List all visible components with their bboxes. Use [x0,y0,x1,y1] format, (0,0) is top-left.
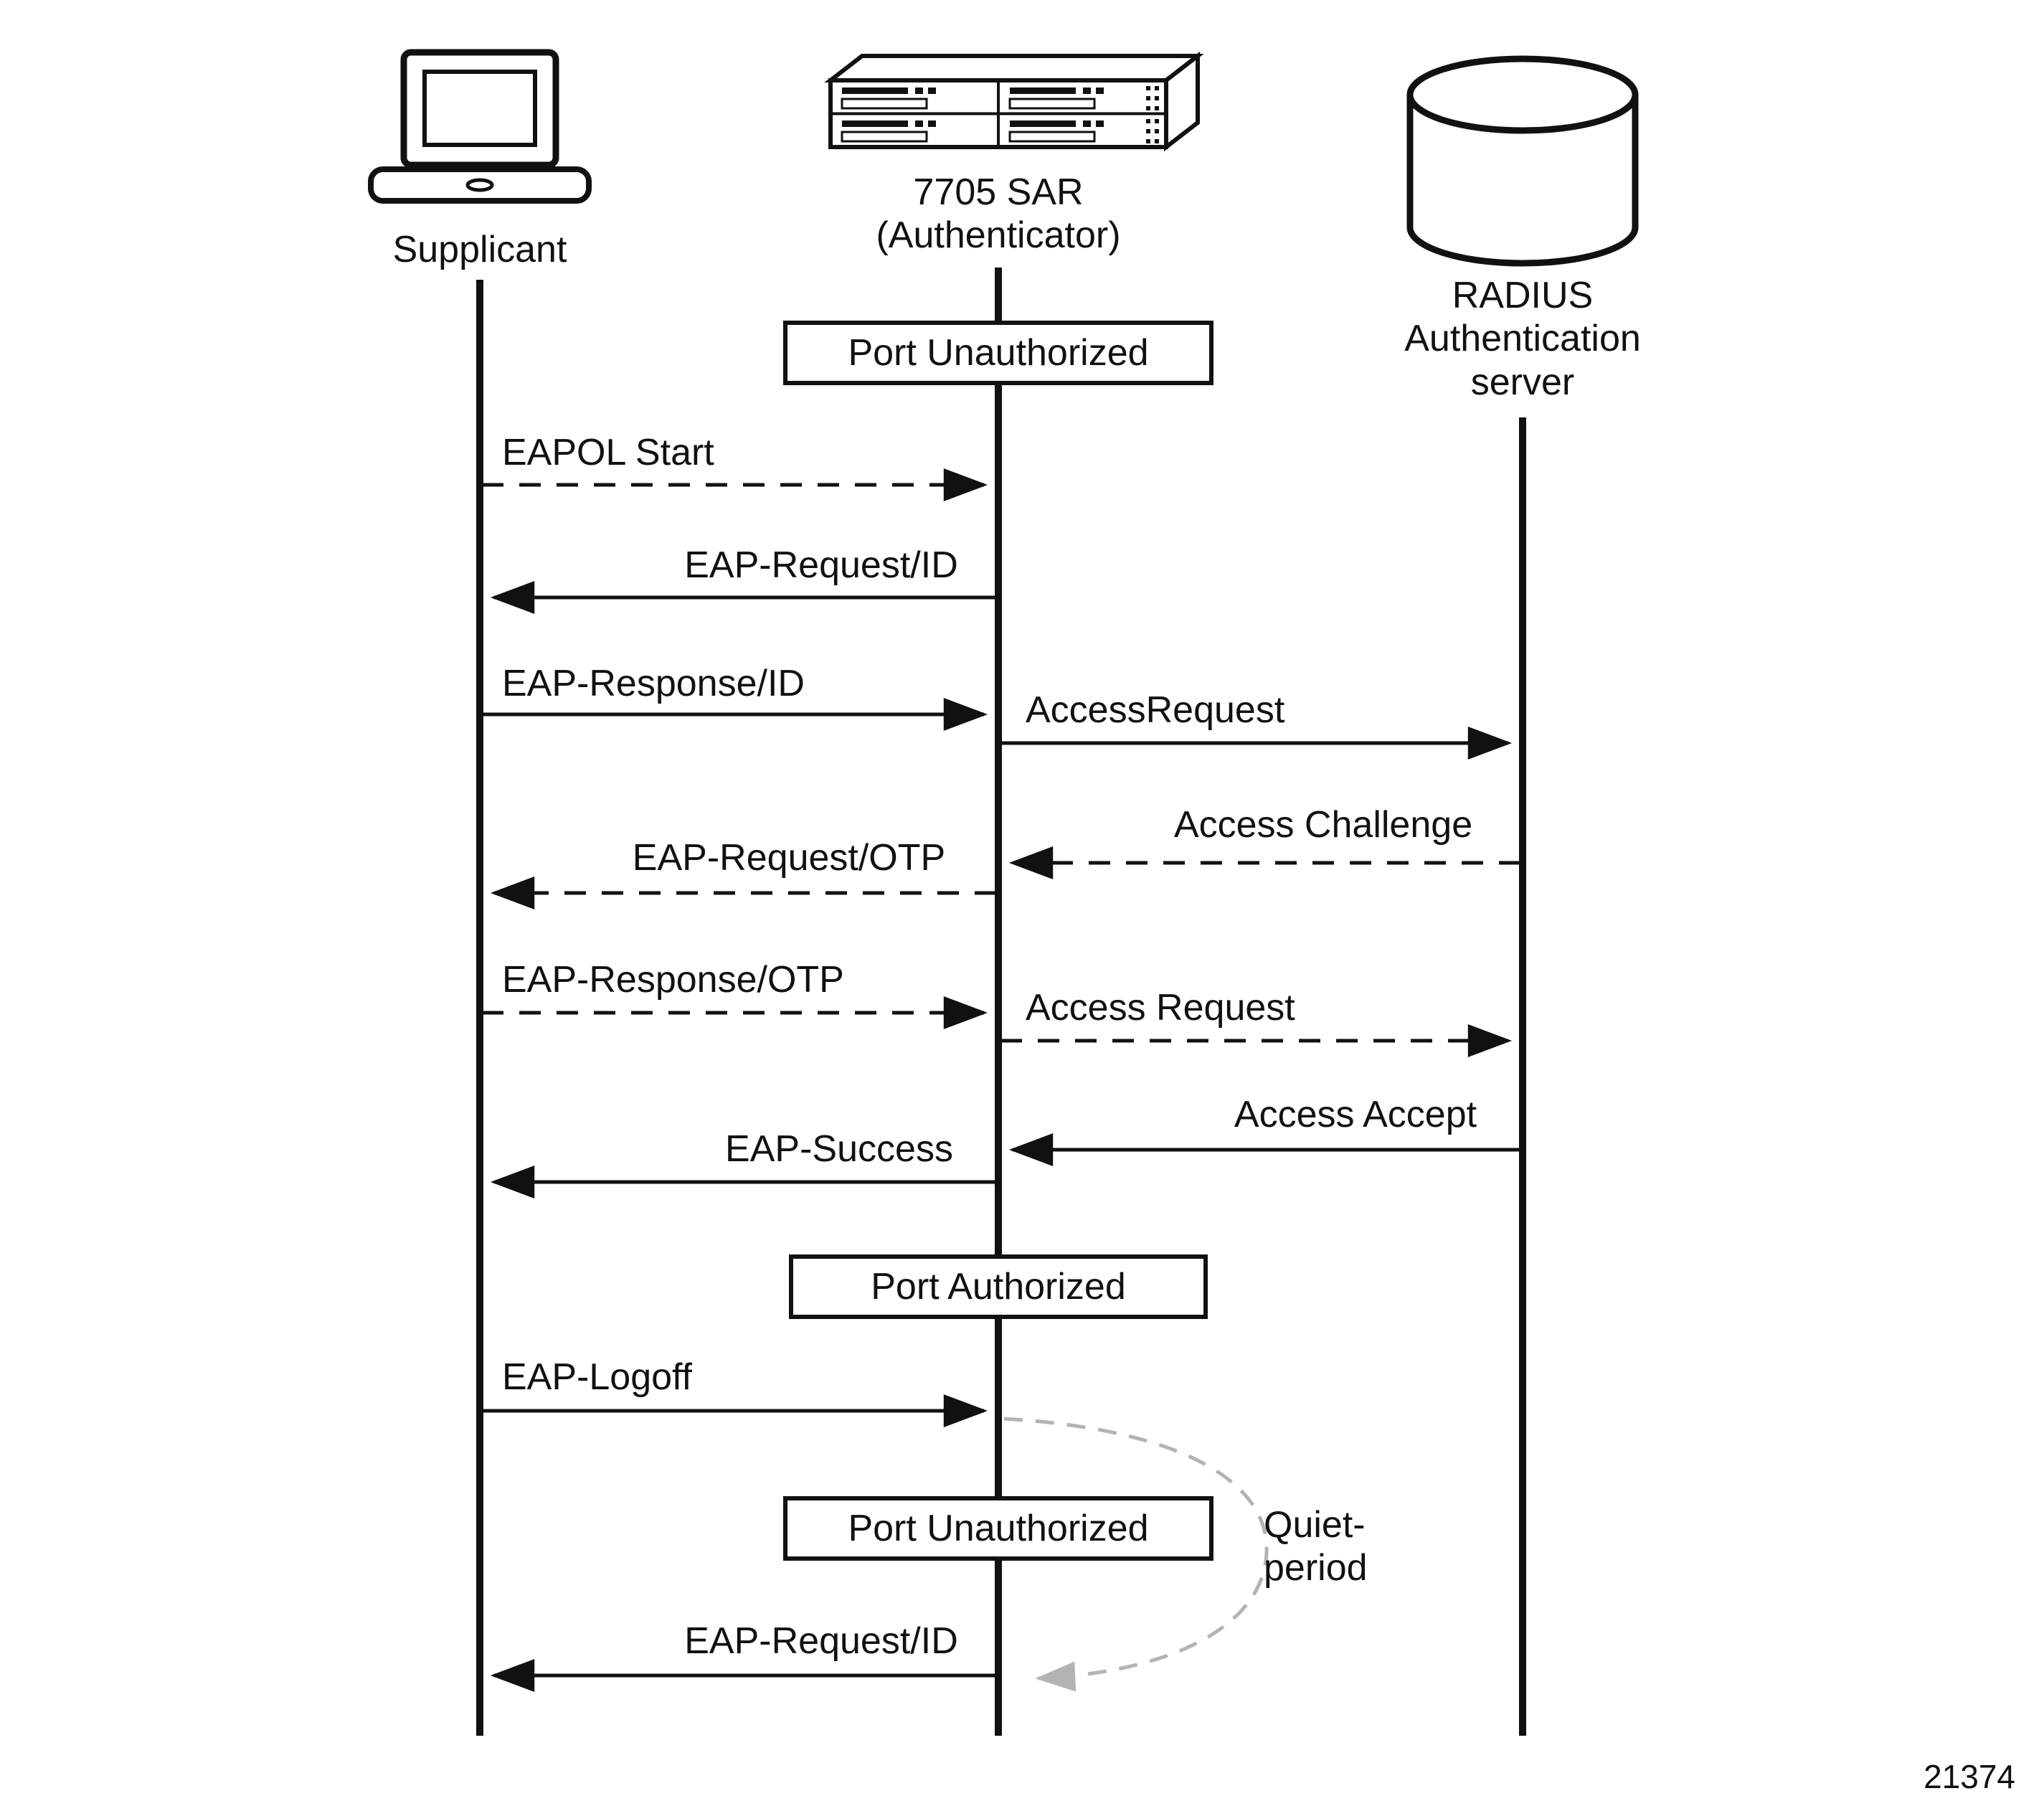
message-label-access-request-2: Access Request [1026,987,1295,1029]
state-box-port-authorized: Port Authorized [789,1254,1208,1319]
message-label-eap-request-id: EAP-Request/ID [684,544,958,586]
message-label-eapol-start: EAPOL Start [502,432,714,473]
actor-label-radius-server: RADIUS Authentication server [1404,275,1641,403]
message-label-access-accept: Access Accept [1234,1094,1477,1135]
message-label-eap-request-otp: EAP-Request/OTP [632,837,946,879]
laptop-icon [368,49,592,204]
quiet-period-label: Quiet- period [1264,1504,1368,1589]
message-label-eap-response-otp: EAP-Response/OTP [502,959,844,1001]
state-box-port-unauthorized-1: Port Unauthorized [783,321,1213,385]
state-box-label: Port Unauthorized [848,1508,1149,1549]
state-box-label: Port Authorized [871,1266,1126,1308]
figure-number: 21374 [1924,1758,2015,1795]
actor-label-supplicant: Supplicant [392,229,567,270]
message-label-eap-logoff: EAP-Logoff [502,1356,693,1398]
router-icon [824,51,1204,152]
message-label-eap-request-id-2: EAP-Request/ID [684,1620,958,1662]
message-label-access-request-1: AccessRequest [1026,689,1285,731]
actor-label-authenticator: 7705 SAR (Authenticator) [876,171,1121,257]
database-icon [1406,55,1639,267]
message-label-eap-response-id: EAP-Response/ID [502,663,805,704]
message-label-access-challenge: Access Challenge [1173,804,1473,846]
message-label-eap-success: EAP-Success [725,1128,953,1170]
state-box-label: Port Unauthorized [848,332,1149,374]
state-box-port-unauthorized-2: Port Unauthorized [783,1496,1213,1561]
quiet-period-curve [1003,1417,1269,1692]
